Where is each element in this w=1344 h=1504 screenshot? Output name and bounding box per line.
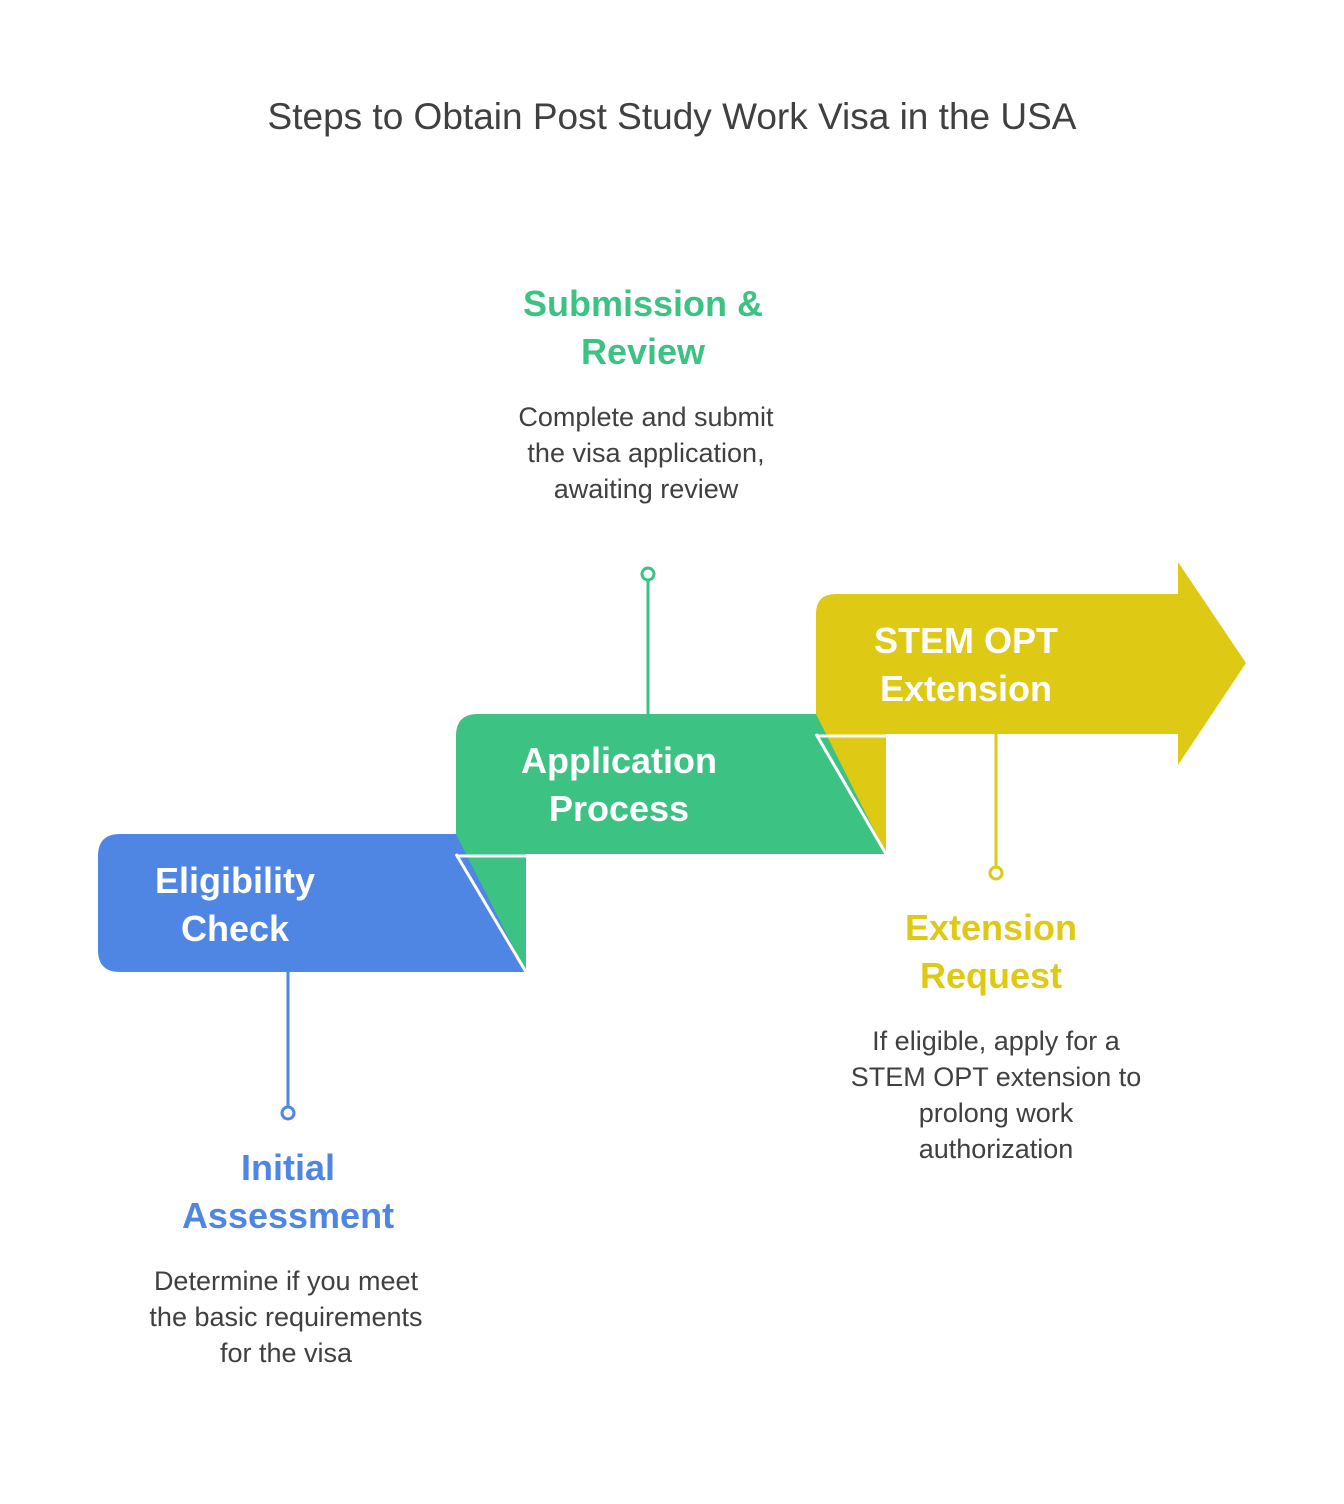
initial-assessment-title-line1: Initial [240, 1147, 335, 1188]
application-process-label-line1: Application [521, 740, 717, 781]
eligibility-check-label-line1: Eligibility [154, 860, 315, 901]
extension-request-description: If eligible, apply for a STEM OPT extens… [850, 1026, 1142, 1164]
submission-review-description: Complete and submit the visa application… [518, 402, 774, 504]
application-process-label-line2: Process [548, 788, 690, 829]
submission-review-title-line2: Review [580, 331, 706, 372]
initial-assessment-title: Initial Assessment [138, 1144, 438, 1240]
application-process-block [456, 714, 886, 854]
extension-request-title-line1: Extension [904, 907, 1078, 948]
blue-connector [280, 972, 296, 1121]
extension-request-title: Extension Request [841, 904, 1141, 1000]
stem-opt-extension-label-line2: Extension [879, 668, 1053, 709]
initial-assessment-title-line2: Assessment [181, 1195, 395, 1236]
eligibility-check-label: Eligibility Check [115, 857, 355, 953]
application-process-label: Application Process [479, 737, 759, 833]
eligibility-check-block [98, 834, 526, 972]
stem-opt-arrow [816, 562, 1246, 765]
eligibility-check-label-line2: Check [180, 908, 290, 949]
diagram-title: Steps to Obtain Post Study Work Visa in … [267, 96, 1077, 137]
stem-opt-extension-label: STEM OPT Extension [836, 617, 1096, 713]
green-connector [640, 566, 656, 714]
submission-review-title: Submission & Review [493, 280, 793, 376]
submission-review-title-line1: Submission & [522, 283, 764, 324]
yellow-connector [988, 734, 1004, 881]
extension-request-title-line2: Request [919, 955, 1063, 996]
initial-assessment-description: Determine if you meet the basic requirem… [149, 1266, 423, 1368]
stem-opt-extension-label-line1: STEM OPT [873, 620, 1058, 661]
